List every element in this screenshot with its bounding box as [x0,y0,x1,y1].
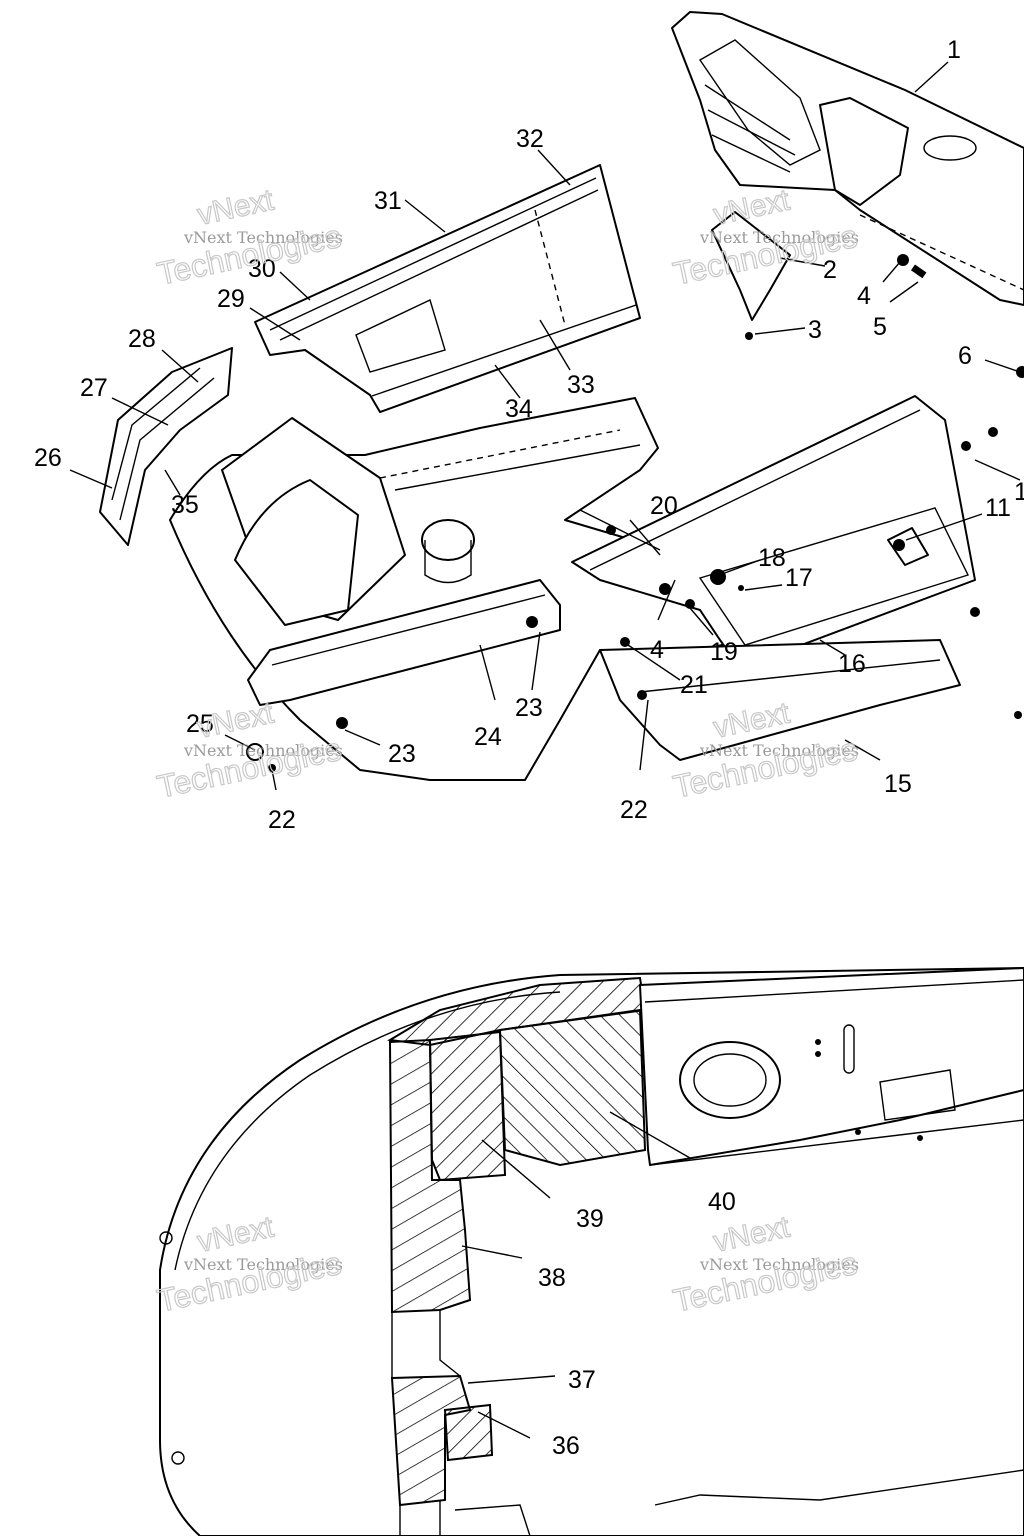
callout-15: 15 [884,770,912,798]
lower-callout-labels: 36 37 38 39 40 [538,1188,736,1460]
callout-24: 24 [474,723,502,751]
callout-6: 6 [958,342,972,370]
watermark-mid-left: vNext vNext Technologies Technologies [153,696,344,806]
part-40-insulation [498,1008,647,1167]
watermark-vnext-technologies: vNext Technologies [699,1255,859,1274]
callout-4-mid: 4 [650,636,664,664]
part-36-insulation [443,1403,494,1462]
part-26-27-28-35-side-trim [99,347,233,546]
callout-37: 37 [568,1366,596,1394]
part-15-running-board [599,639,961,761]
callout-partial-right: 1 [1014,478,1024,506]
callout-40: 40 [708,1188,736,1216]
watermark-vnext: vNext [195,183,278,231]
part-2-bracket [711,211,791,321]
watermark-vnext-technologies: vNext Technologies [699,741,859,760]
callout-32: 32 [516,125,544,153]
callout-17: 17 [785,564,813,592]
watermark-vnext-technologies: vNext Technologies [183,1255,343,1274]
callout-3: 3 [808,316,822,344]
callout-5: 5 [873,313,887,341]
callout-22-right: 22 [620,796,648,824]
callout-29: 29 [217,285,245,313]
lower-leader-lines [461,1111,691,1439]
lower-insulation-view: 36 37 38 39 40 [159,967,1024,1536]
callout-39: 39 [576,1205,604,1233]
callout-28: 28 [128,325,156,353]
callout-21: 21 [680,671,708,699]
callout-23-left: 23 [388,740,416,768]
part-31-32-33-34-upper-panel [254,164,641,413]
callout-11: 11 [985,494,1011,522]
callout-18: 18 [758,544,786,572]
callout-26: 26 [34,444,62,472]
watermark-vnext-technologies: vNext Technologies [699,228,859,247]
callout-19: 19 [710,638,738,666]
callout-2: 2 [823,256,837,284]
upper-leader-lines [69,61,1021,791]
callout-20: 20 [650,492,678,520]
callout-1: 1 [947,36,961,64]
part-38-insulation [388,1038,472,1314]
watermark-vnext: vNext [195,696,278,744]
part-1-seat-console [671,11,1024,306]
callout-36: 36 [552,1432,580,1460]
callout-23-mid: 23 [515,694,543,722]
callout-16: 16 [838,650,866,678]
part-39-insulation [428,1030,507,1182]
callout-22-left: 22 [268,806,296,834]
upper-exploded-view: 1 2 3 4 5 6 11 17 18 19 20 4 21 16 15 22… [34,11,1024,834]
callout-30: 30 [248,255,276,283]
callout-33: 33 [567,371,595,399]
callout-38: 38 [538,1264,566,1292]
callout-31: 31 [374,187,402,215]
callout-27: 27 [80,374,108,402]
watermark-vnext-technologies: vNext Technologies [183,228,343,247]
upper-callout-labels: 1 2 3 4 5 6 11 17 18 19 20 4 21 16 15 22… [34,36,1011,834]
callout-4-top: 4 [857,282,871,310]
callout-35: 35 [171,491,199,519]
part-24-front-rail [247,579,561,706]
callout-25: 25 [186,710,214,738]
hardware-fasteners [246,254,1024,772]
callout-34: 34 [505,395,533,423]
watermark-vnext-technologies: vNext Technologies [183,741,343,760]
